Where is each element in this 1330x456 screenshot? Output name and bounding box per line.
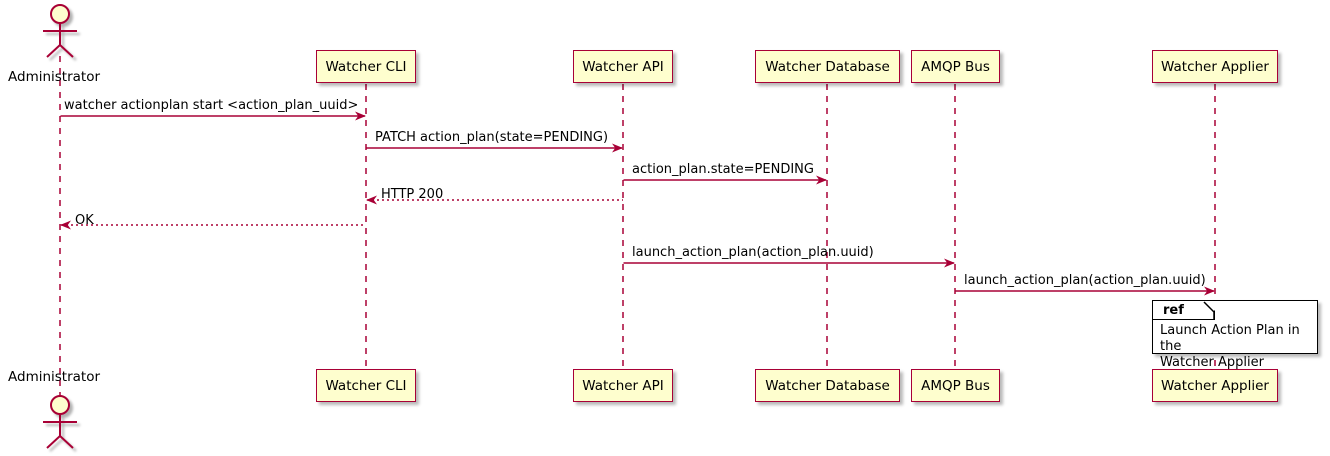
reference-text: Launch Action Plan in the Watcher Applie… xyxy=(1160,323,1300,370)
reference-tab xyxy=(1153,301,1215,320)
actor-label-administrator-bottom: Administrator xyxy=(8,369,101,385)
message-label-5: OK xyxy=(75,213,94,228)
actor-administrator-bottom xyxy=(43,395,77,449)
participant-label: Watcher API xyxy=(582,58,664,75)
participant-watcher-database-bottom[interactable]: Watcher Database xyxy=(755,369,900,402)
participant-label: Watcher Applier xyxy=(1161,377,1269,394)
participant-label: Watcher CLI xyxy=(325,377,407,394)
message-label-6: launch_action_plan(action_plan.uuid) xyxy=(632,245,874,260)
participant-label: Watcher API xyxy=(582,377,664,394)
participant-watcher-api-bottom[interactable]: Watcher API xyxy=(573,369,673,402)
participant-watcher-cli-bottom[interactable]: Watcher CLI xyxy=(316,369,416,402)
participant-watcher-api-top[interactable]: Watcher API xyxy=(573,50,673,83)
participant-label: Watcher Database xyxy=(765,58,890,75)
messages-group xyxy=(60,111,1215,296)
participant-amqp-bus-top[interactable]: AMQP Bus xyxy=(911,50,1000,83)
reference-keyword: ref xyxy=(1163,303,1184,318)
reference-tab-corner-icon xyxy=(1203,301,1215,319)
actor-administrator-top xyxy=(43,4,77,58)
participant-label: AMQP Bus xyxy=(921,377,990,394)
message-label-2: PATCH action_plan(state=PENDING) xyxy=(375,130,609,145)
participant-label: AMQP Bus xyxy=(921,58,990,75)
participant-watcher-applier-top[interactable]: Watcher Applier xyxy=(1152,50,1278,83)
actor-label-administrator-top: Administrator xyxy=(8,69,101,85)
message-label-3: action_plan.state=PENDING xyxy=(632,162,814,177)
message-label-4: HTTP 200 xyxy=(381,187,444,202)
reference-fragment[interactable]: ref Launch Action Plan in the Watcher Ap… xyxy=(1152,300,1318,370)
participant-amqp-bus-bottom[interactable]: AMQP Bus xyxy=(911,369,1000,402)
participant-watcher-applier-bottom[interactable]: Watcher Applier xyxy=(1152,369,1278,402)
message-label-7: launch_action_plan(action_plan.uuid) xyxy=(964,273,1206,288)
participant-label: Watcher Applier xyxy=(1161,58,1269,75)
message-label-1: watcher actionplan start <action_plan_uu… xyxy=(64,98,359,113)
participant-label: Watcher CLI xyxy=(325,58,407,75)
participant-label: Watcher Database xyxy=(765,377,890,394)
participant-watcher-database-top[interactable]: Watcher Database xyxy=(755,50,900,83)
participant-watcher-cli-top[interactable]: Watcher CLI xyxy=(316,50,416,83)
